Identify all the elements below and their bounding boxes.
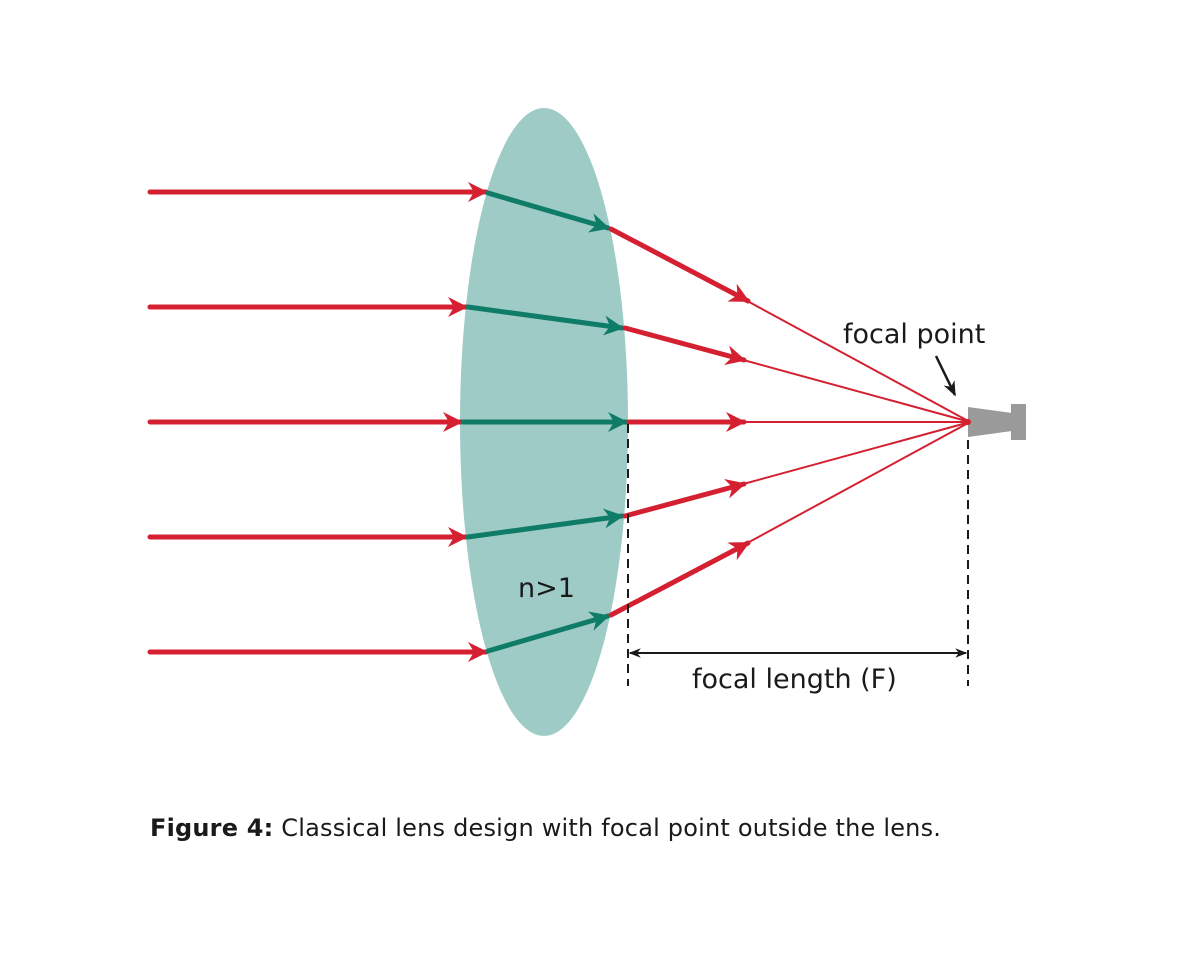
focal-point-arrow [934, 355, 957, 397]
caption-text: Classical lens design with focal point o… [273, 814, 942, 842]
focal-point-label: focal point [843, 319, 985, 350]
refracted-rays-inside-lens [460, 190, 629, 654]
caption-number: Figure 4: [150, 814, 274, 842]
focal-length-guides [627, 424, 969, 686]
sensor-icon [968, 404, 1026, 440]
outgoing-rays-thick [608, 226, 751, 618]
incoming-rays [147, 182, 489, 662]
refractive-index-label: n>1 [518, 573, 575, 604]
outgoing-rays-thin [735, 296, 971, 548]
figure-caption: Figure 4: Classical lens design with foc… [150, 814, 941, 842]
focal-point-marker [965, 419, 971, 425]
focal-length-label: focal length (F) [692, 664, 897, 695]
